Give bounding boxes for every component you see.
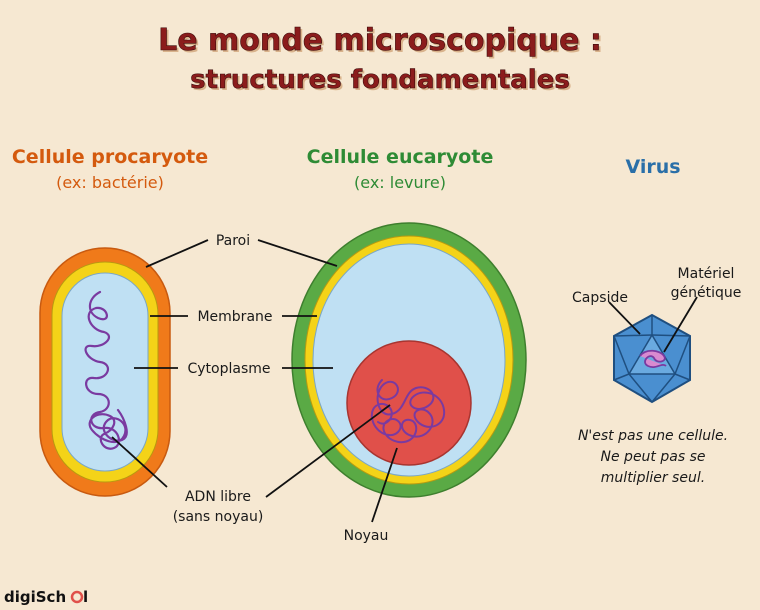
eukaryote-heading: Cellule eucaryote — [307, 146, 494, 168]
label-noyau: Noyau — [344, 528, 389, 544]
label-paroi: Paroi — [216, 233, 250, 249]
prokaryote-cell-icon — [39, 247, 171, 497]
title-block: Le monde microscopique : Le monde micros… — [158, 23, 604, 97]
title-line1: Le monde microscopique : — [158, 23, 602, 58]
label-cytoplasme: Cytoplasme — [187, 361, 270, 377]
virus-genome-icon — [639, 349, 667, 369]
virus-note-line2: Ne peut pas se — [601, 449, 706, 465]
virus-note-line1: N'est pas une cellule. — [578, 428, 728, 444]
title-line2: structures fondamentales — [190, 65, 570, 95]
prokaryote-example: (ex: bactérie) — [56, 173, 164, 192]
label-materiel-line2: génétique — [671, 285, 742, 301]
structure-labels: Paroi Membrane Cytoplasme ADN libre (san… — [173, 233, 742, 544]
virus-note: N'est pas une cellule. Ne peut pas se mu… — [578, 428, 728, 486]
label-capside: Capside — [572, 290, 628, 306]
capsid-edges — [613, 315, 691, 403]
label-materiel-line1: Matériel — [678, 266, 735, 282]
brand-prefix: digiSch — [4, 588, 66, 606]
title-line1-shadow: Le monde microscopique : — [160, 25, 604, 60]
label-adn-line2: (sans noyau) — [173, 509, 264, 525]
virus-capsid-icon — [613, 313, 691, 404]
title-line2-shadow: structures fondamentales — [192, 67, 572, 97]
prokaryote-cytoplasm — [61, 272, 149, 472]
eukaryote-cell-icon — [291, 222, 527, 498]
nucleus-dna-icon — [370, 379, 446, 444]
prokaryote-heading: Cellule procaryote — [12, 146, 208, 168]
label-membrane: Membrane — [197, 309, 272, 325]
eukaryote-example: (ex: levure) — [354, 173, 446, 192]
virus-heading: Virus — [625, 156, 680, 178]
dna-strand-icon — [84, 290, 128, 450]
brand-o-icon — [70, 590, 84, 604]
digischool-logo: digiSch l — [4, 588, 88, 606]
leader-lines — [111, 239, 698, 523]
brand-suffix: l — [83, 588, 88, 606]
nucleus — [346, 340, 472, 466]
virus-note-line3: multiplier seul. — [601, 470, 705, 486]
label-adn-line1: ADN libre — [185, 489, 251, 505]
